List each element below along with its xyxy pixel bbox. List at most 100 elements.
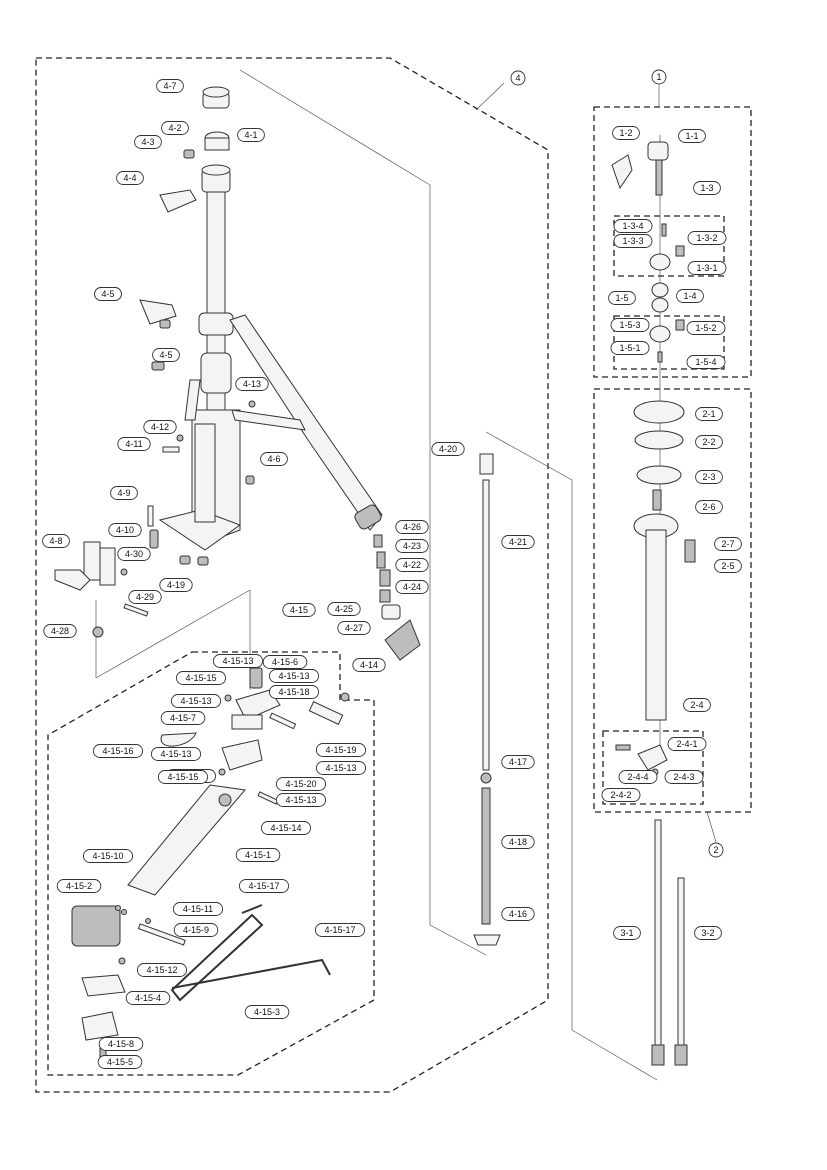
part-callout: 4-29 xyxy=(128,590,162,604)
part-callout: 4-15-10 xyxy=(82,849,134,863)
callout-bubble xyxy=(501,755,535,769)
part-callout: 1-1 xyxy=(678,129,706,143)
part-callout: 1-5-2 xyxy=(686,321,726,335)
callout-bubble xyxy=(613,234,653,248)
part-number-label: 1-2 xyxy=(619,128,632,138)
part-callout: 4-22 xyxy=(395,558,429,572)
part-number-label: 1-5-4 xyxy=(695,357,716,367)
part-number-label: 4-12 xyxy=(151,422,169,432)
part-number-label: 3-2 xyxy=(701,928,714,938)
part-callout: 4-13 xyxy=(235,377,269,391)
part-number-label: 4-15-13 xyxy=(180,696,211,706)
callout-bubble xyxy=(601,788,641,802)
part-number-label: 4-15-3 xyxy=(254,1007,280,1017)
part-number-label: 4-15-2 xyxy=(66,881,92,891)
part-number-label: 2-1 xyxy=(702,409,715,419)
part-callout: 4-23 xyxy=(395,539,429,553)
part-number-label: 4-15-8 xyxy=(108,1039,134,1049)
callout-bubble xyxy=(714,537,742,551)
part-callout: 4-15-5 xyxy=(97,1055,143,1069)
svg-text:2: 2 xyxy=(713,845,718,855)
callout-bubble xyxy=(172,902,224,916)
part-callout: 2-4 xyxy=(683,698,711,712)
callout-bubble xyxy=(170,694,222,708)
part-number-label: 4-30 xyxy=(125,549,143,559)
part-callout: 4-8 xyxy=(42,534,70,548)
part-callout: 1-5-3 xyxy=(610,318,650,332)
part-number-label: 4-15-18 xyxy=(278,687,309,697)
callout-bubble xyxy=(152,348,180,362)
part-callout: 4-15-19 xyxy=(315,743,367,757)
part-number-label: 4-15-15 xyxy=(185,673,216,683)
part-number-label: 4-25 xyxy=(335,604,353,614)
part-callouts: 1-11-21-31-3-11-3-21-3-31-3-41-41-51-5-1… xyxy=(42,79,742,1069)
callout-bubble xyxy=(695,435,723,449)
part-callout: 4-17 xyxy=(501,755,535,769)
part-number-label: 4-16 xyxy=(509,909,527,919)
callout-bubble xyxy=(610,341,650,355)
part-callout: 2-4-1 xyxy=(667,737,707,751)
part-callout: 4-15-17 xyxy=(314,923,366,937)
part-number-label: 2-6 xyxy=(702,502,715,512)
part-callout: 4-15-13 xyxy=(268,669,320,683)
part-number-label: 4-22 xyxy=(403,560,421,570)
part-callout: 1-3 xyxy=(693,181,721,195)
callout-bubble xyxy=(608,291,636,305)
callout-bubble xyxy=(352,658,386,672)
part-callout: 2-3 xyxy=(695,470,723,484)
callout-bubble xyxy=(125,991,171,1005)
group-1-frame xyxy=(593,106,752,378)
part-callout: 4-15-16 xyxy=(92,744,144,758)
part-callout: 4-2 xyxy=(161,121,189,135)
callout-bubble xyxy=(501,535,535,549)
callout-bubble xyxy=(128,590,162,604)
part-number-label: 4-29 xyxy=(136,592,154,602)
part-number-label: 4-15-16 xyxy=(102,746,133,756)
part-callout: 4-15-20 xyxy=(275,777,327,791)
part-callout: 4-28 xyxy=(43,624,77,638)
group-4-15-frame xyxy=(47,651,375,1076)
callout-bubble xyxy=(686,321,726,335)
callout-bubble xyxy=(618,770,658,784)
callout-bubble xyxy=(327,602,361,616)
part-number-label: 4-15-17 xyxy=(248,881,279,891)
part-number-label: 1-5-3 xyxy=(619,320,640,330)
callout-bubble xyxy=(268,685,320,699)
callout-bubble xyxy=(695,500,723,514)
group-1-5-frame xyxy=(613,315,725,370)
part-callout: 4-7 xyxy=(156,79,184,93)
part-number-label: 4-15-15 xyxy=(167,772,198,782)
part-callout: 4-15-4 xyxy=(125,991,171,1005)
pedal-assembly-drawing xyxy=(71,667,350,1060)
callout-bubble xyxy=(695,407,723,421)
part-number-label: 2-4-1 xyxy=(676,739,697,749)
part-callout: 2-5 xyxy=(714,559,742,573)
part-callout: 4-9 xyxy=(110,486,138,500)
part-callout: 4-15-1 xyxy=(235,848,281,862)
part-number-label: 4-15-4 xyxy=(135,993,161,1003)
part-number-label: 2-7 xyxy=(721,539,734,549)
callout-bubble xyxy=(97,1055,143,1069)
part-callout: 4-1 xyxy=(237,128,265,142)
part-number-label: 1-5-2 xyxy=(695,323,716,333)
callout-bubble xyxy=(143,420,177,434)
part-number-label: 4-15-10 xyxy=(92,851,123,861)
callout-bubble xyxy=(610,318,650,332)
callout-bubble xyxy=(431,442,465,456)
part-callout: 2-1 xyxy=(695,407,723,421)
callout-bubble xyxy=(42,534,70,548)
part-callout: 1-3-2 xyxy=(687,231,727,245)
callout-bubble xyxy=(395,539,429,553)
part-number-label: 4-8 xyxy=(49,536,62,546)
part-number-label: 4-1 xyxy=(244,130,257,140)
part-number-label: 2-4-3 xyxy=(673,772,694,782)
part-number-label: 4-15-1 xyxy=(245,850,271,860)
callout-bubble xyxy=(43,624,77,638)
callout-bubble xyxy=(150,747,202,761)
part-callout: 1-4 xyxy=(676,289,704,303)
part-number-label: 4-15-13 xyxy=(278,671,309,681)
part-number-label: 4-21 xyxy=(509,537,527,547)
group-marker-2: 2 xyxy=(708,842,724,858)
part-callout: 4-15-13 xyxy=(150,747,202,761)
part-callout: 2-2 xyxy=(695,435,723,449)
